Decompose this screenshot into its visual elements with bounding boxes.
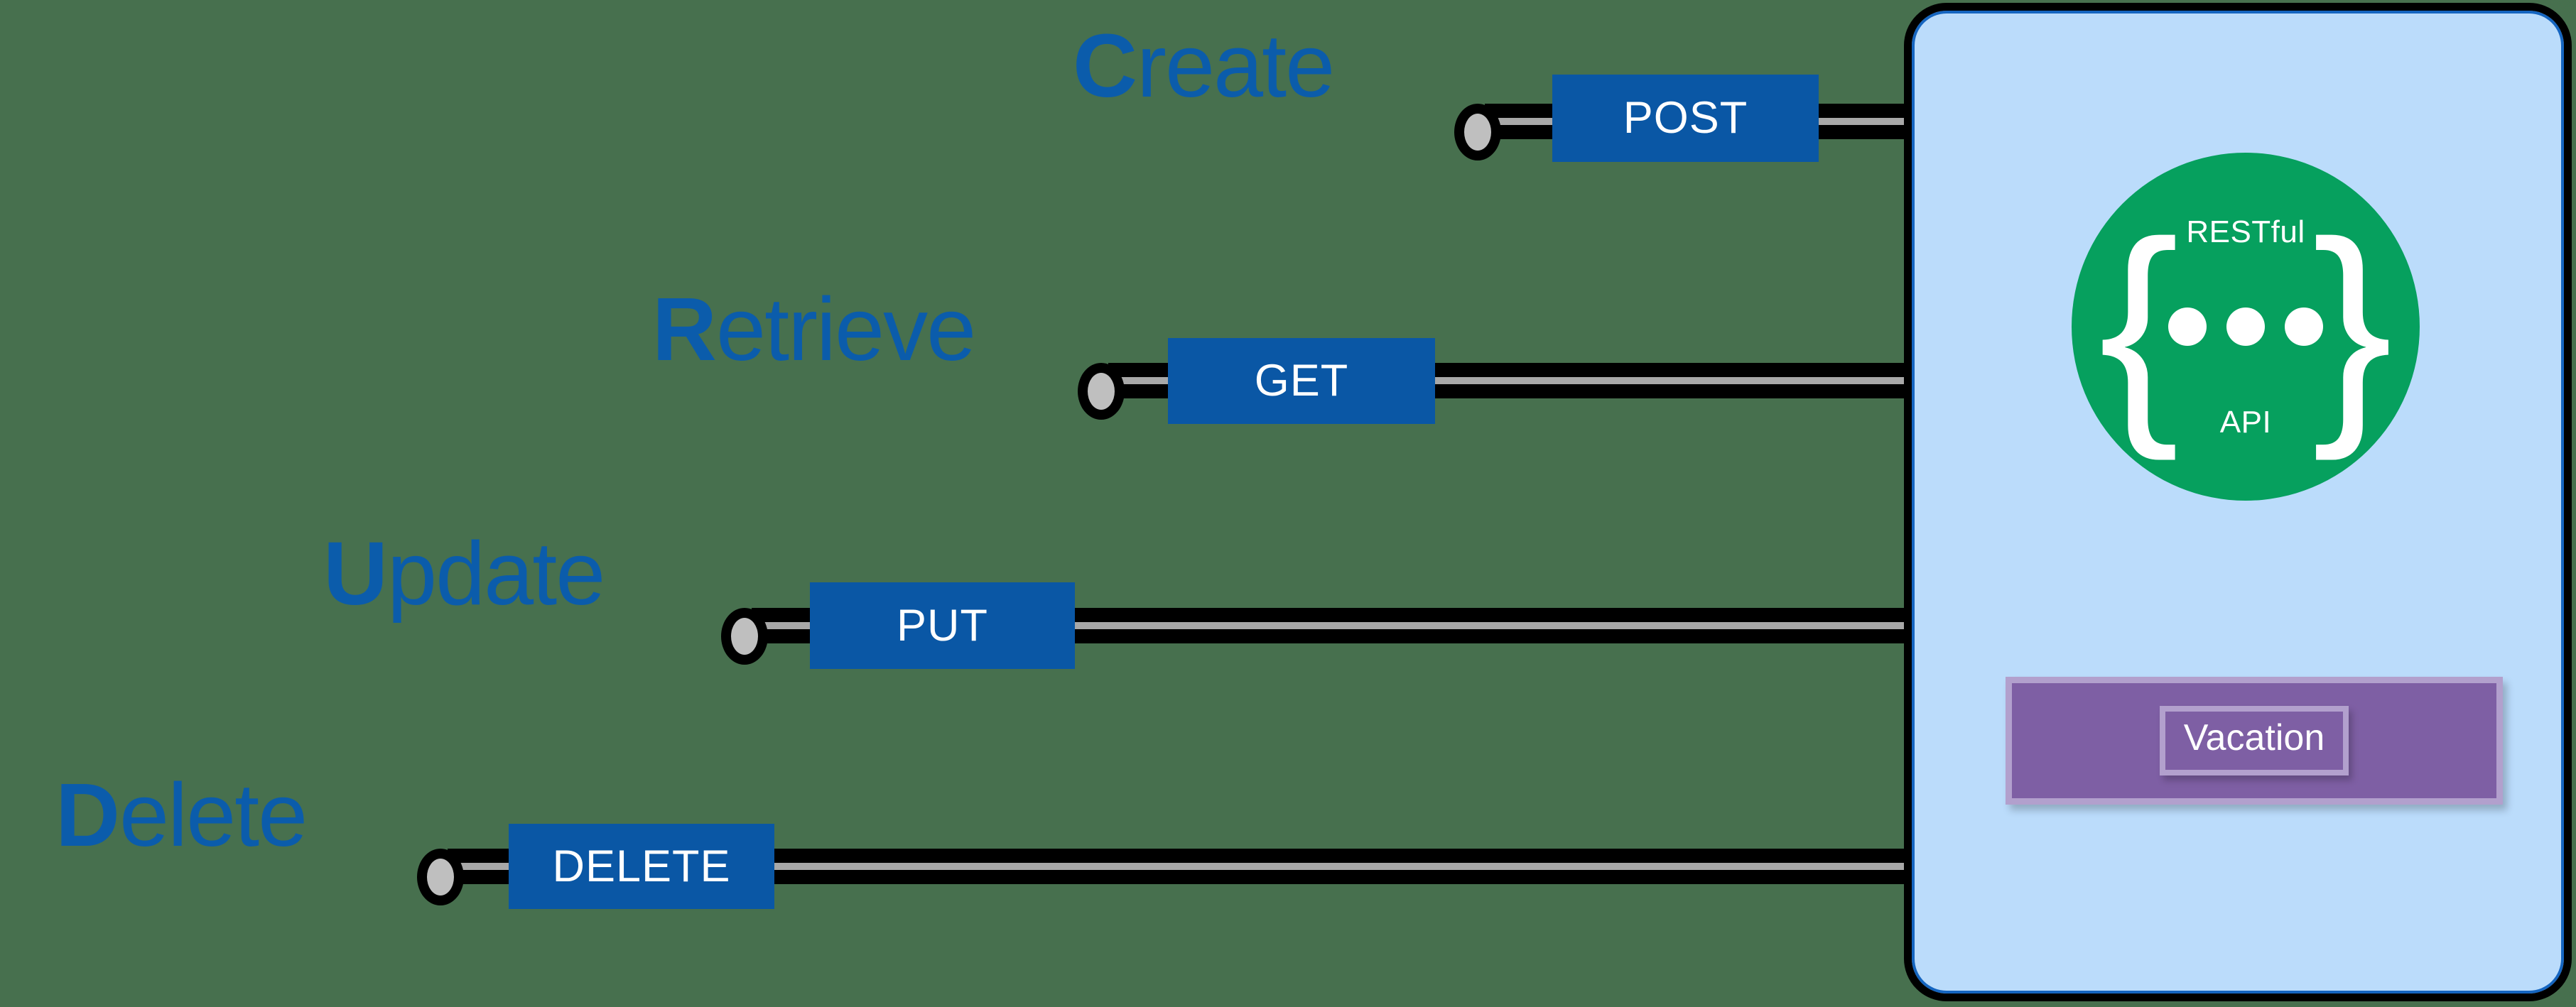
crud-initial-retrieve: R — [652, 279, 717, 379]
crud-initial-delete: D — [55, 765, 120, 865]
dot-2-icon — [2226, 307, 2265, 346]
verb-box-delete[interactable]: DELETE — [509, 824, 774, 909]
resource-card-label: Vacation — [2159, 706, 2349, 775]
brace-left-icon: { — [2099, 192, 2180, 462]
crud-rest-retrieve: etrieve — [716, 279, 976, 379]
connector-dot-create — [1454, 104, 1501, 160]
dot-1-icon — [2168, 307, 2207, 346]
crud-label-update: Update — [323, 529, 605, 619]
connector-dot-delete — [417, 849, 464, 905]
badge-top-label: RESTful — [2186, 214, 2305, 249]
crud-rest-delete: elete — [119, 765, 308, 865]
ellipsis-dots-icon — [2072, 307, 2420, 346]
crud-label-retrieve: Retrieve — [652, 285, 976, 374]
crud-rest-update: pdate — [387, 523, 605, 624]
crud-label-create: Create — [1073, 21, 1335, 111]
verb-label-get: GET — [1254, 356, 1349, 405]
verb-label-delete: DELETE — [552, 841, 731, 891]
restful-api-badge-icon: { } RESTful API — [2072, 153, 2420, 501]
verb-box-get[interactable]: GET — [1168, 338, 1435, 424]
crud-rest-create: reate — [1137, 16, 1335, 116]
connector-dot-update — [721, 608, 768, 665]
verb-label-put: PUT — [897, 600, 988, 651]
dot-3-icon — [2285, 307, 2323, 346]
resource-card-vacation[interactable]: Vacation — [2006, 677, 2503, 805]
brace-right-icon: } — [2312, 192, 2393, 462]
connector-dot-retrieve — [1078, 363, 1125, 420]
verb-box-put[interactable]: PUT — [810, 582, 1075, 669]
badge-bottom-label: API — [2219, 405, 2272, 440]
api-server-panel: { } RESTful API Vacation — [1904, 3, 2572, 1001]
crud-initial-update: U — [323, 523, 388, 624]
verb-label-post: POST — [1623, 93, 1748, 143]
crud-initial-create: C — [1073, 16, 1137, 116]
verb-box-post[interactable]: POST — [1552, 75, 1819, 162]
crud-label-delete: Delete — [55, 771, 308, 860]
